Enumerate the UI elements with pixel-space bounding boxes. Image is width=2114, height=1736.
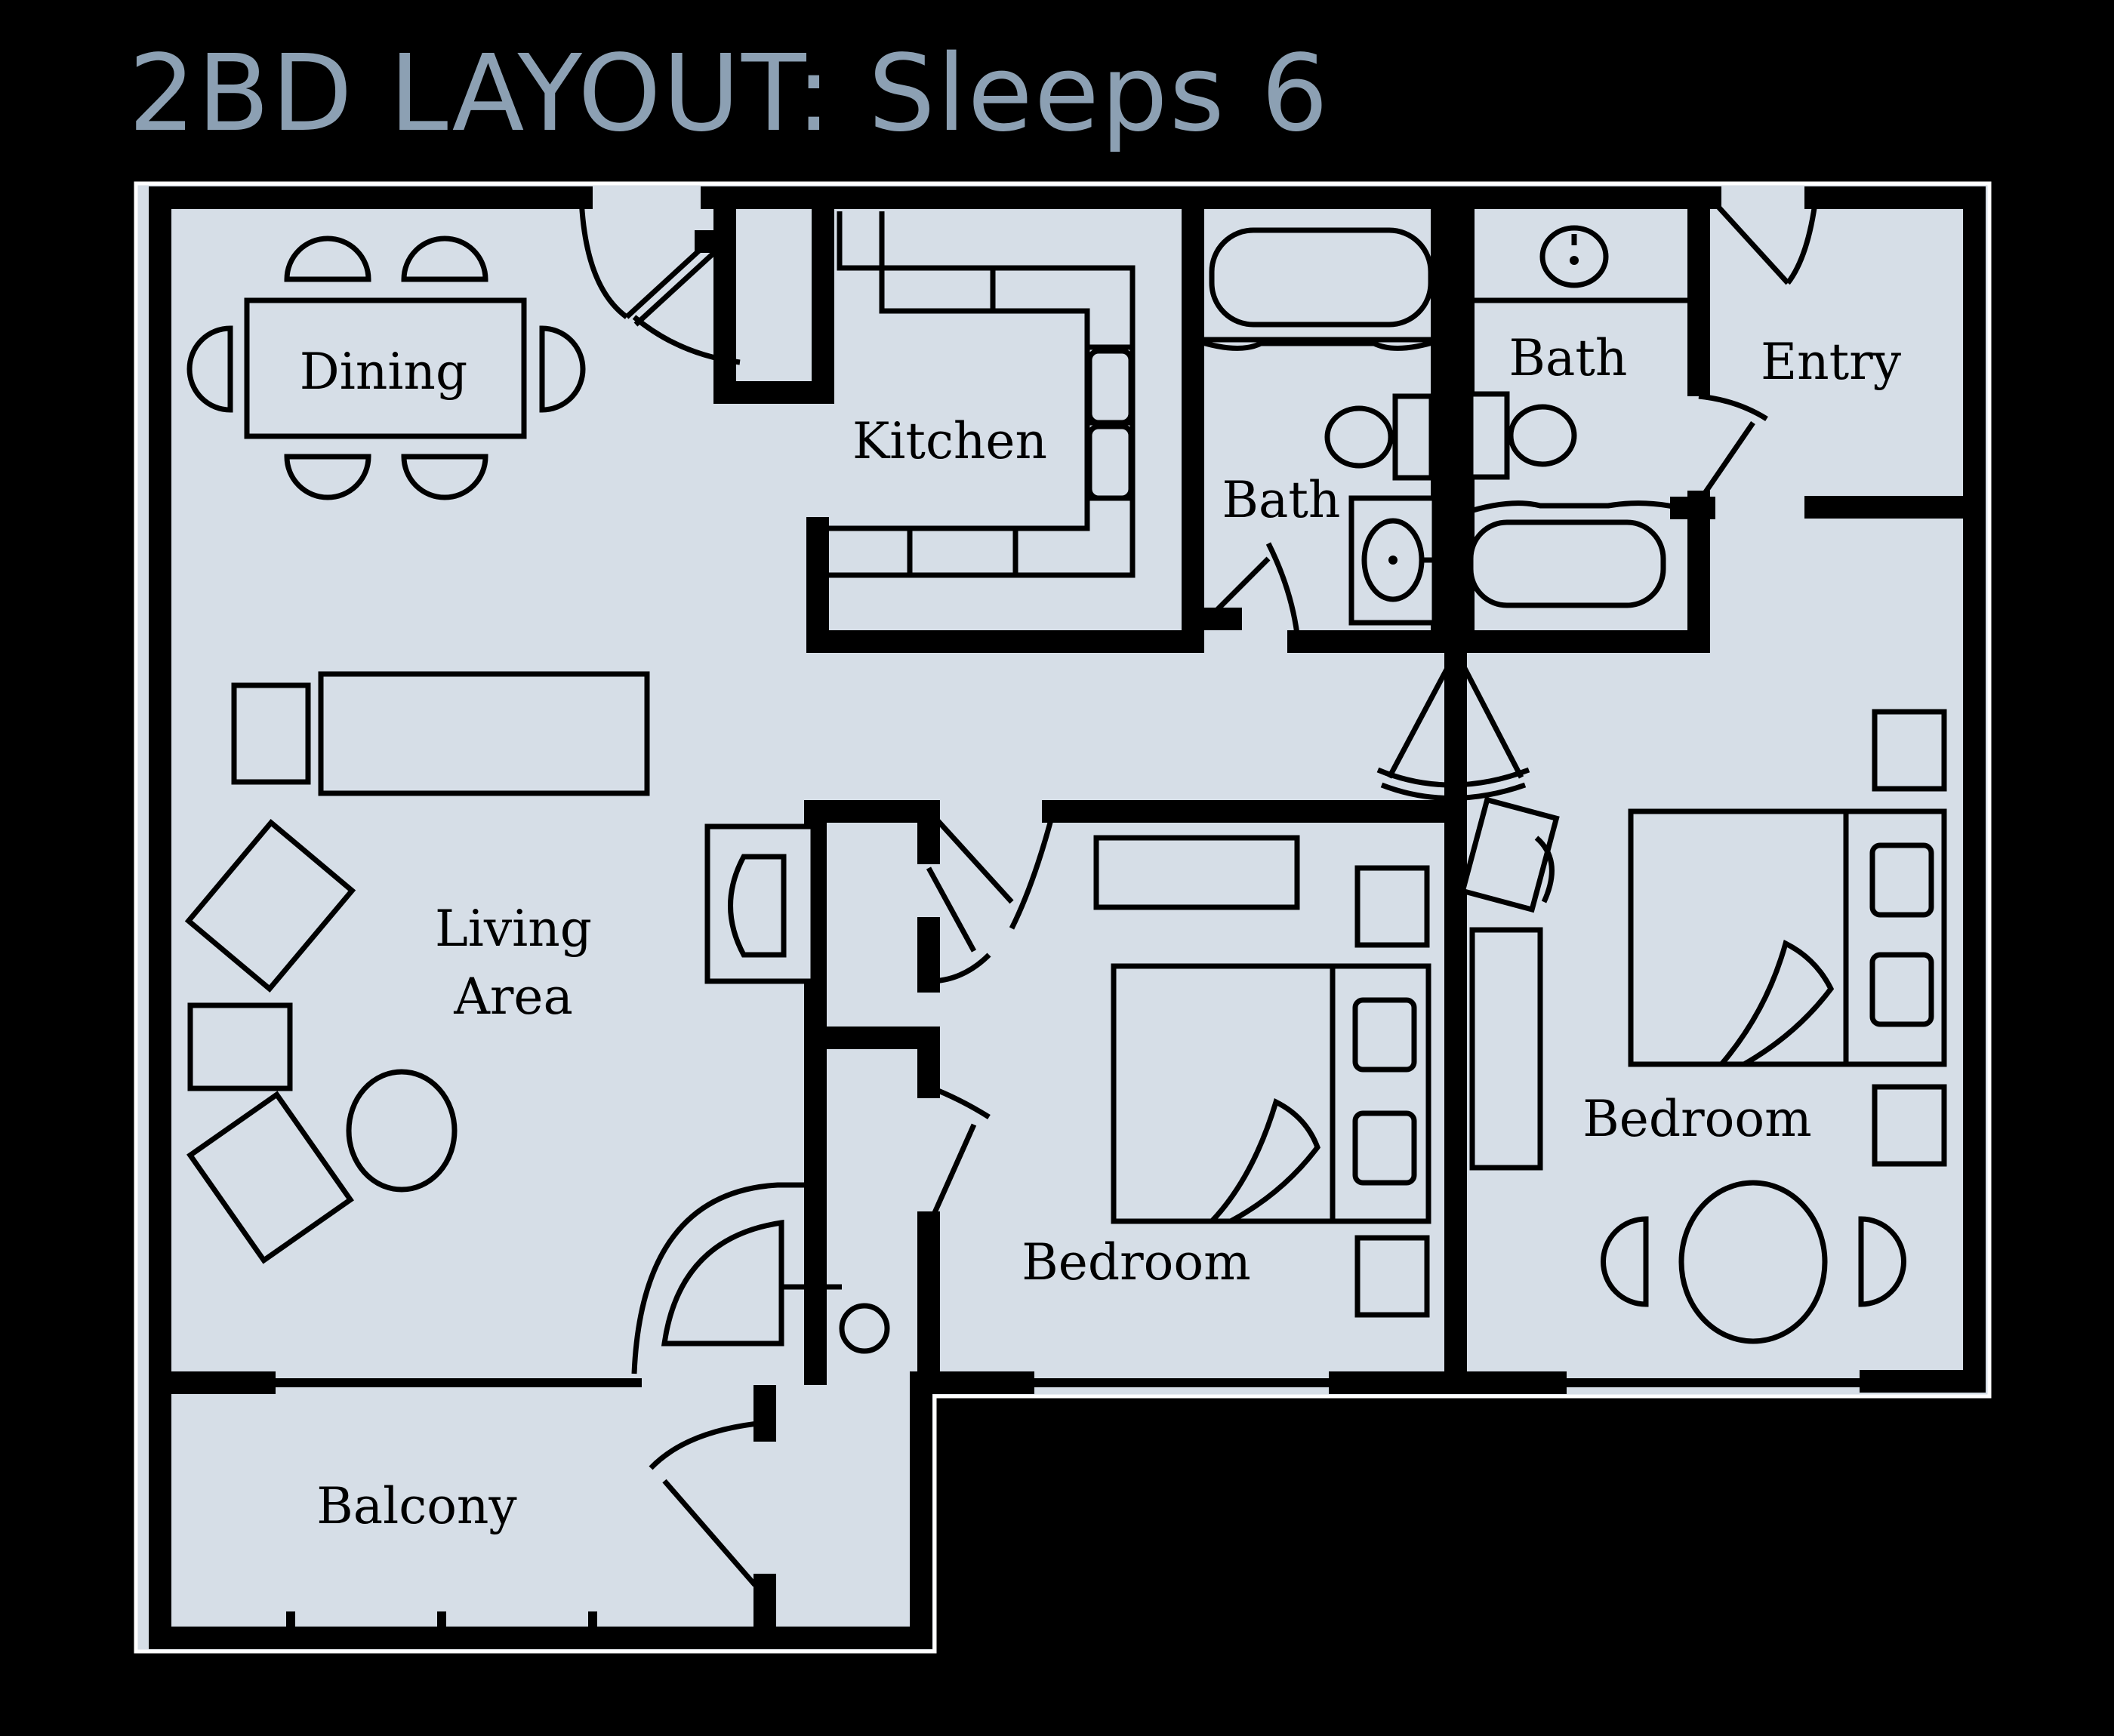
hall-doors: [1376, 655, 1530, 801]
bedroom-center-furniture: [1093, 835, 1431, 1318]
room-label-living-line1: Living: [435, 900, 592, 958]
room-label-dining: Dining: [300, 343, 467, 401]
page-title: 2BD LAYOUT: Sleeps 6: [128, 32, 1330, 155]
closet-doors: [926, 866, 991, 1224]
room-label-bath-right: Bath: [1509, 329, 1628, 387]
kitchen-counters: [824, 211, 1136, 578]
bedroom-center-door: [934, 811, 1056, 930]
room-label-living-line2: Area: [453, 968, 573, 1026]
interior-walls: [695, 186, 1986, 1385]
bath-left-door: [1198, 542, 1300, 635]
bath-left-fixtures: [1191, 227, 1444, 626]
bath-right-door: [1696, 393, 1768, 503]
exterior-walls: [149, 186, 1986, 1649]
dining-table: [186, 235, 586, 500]
balcony-door: [649, 1385, 776, 1649]
room-label-bedroom-center: Bedroom: [1022, 1233, 1250, 1291]
bedroom-right-furniture: [1459, 709, 1947, 1344]
bath-right-fixtures: [1462, 225, 1700, 608]
front-door: [578, 197, 741, 365]
room-label-bedroom-right: Bedroom: [1582, 1090, 1811, 1148]
windows: [149, 1371, 1871, 1634]
room-label-bath-left: Bath: [1222, 471, 1341, 529]
room-label-balcony: Balcony: [316, 1477, 517, 1535]
living-furniture: [184, 671, 816, 1264]
room-label-kitchen: Kitchen: [852, 412, 1047, 470]
utility-closet: [631, 1182, 890, 1374]
entry-door: [1708, 195, 1819, 285]
room-label-entry: Entry: [1761, 333, 1902, 391]
